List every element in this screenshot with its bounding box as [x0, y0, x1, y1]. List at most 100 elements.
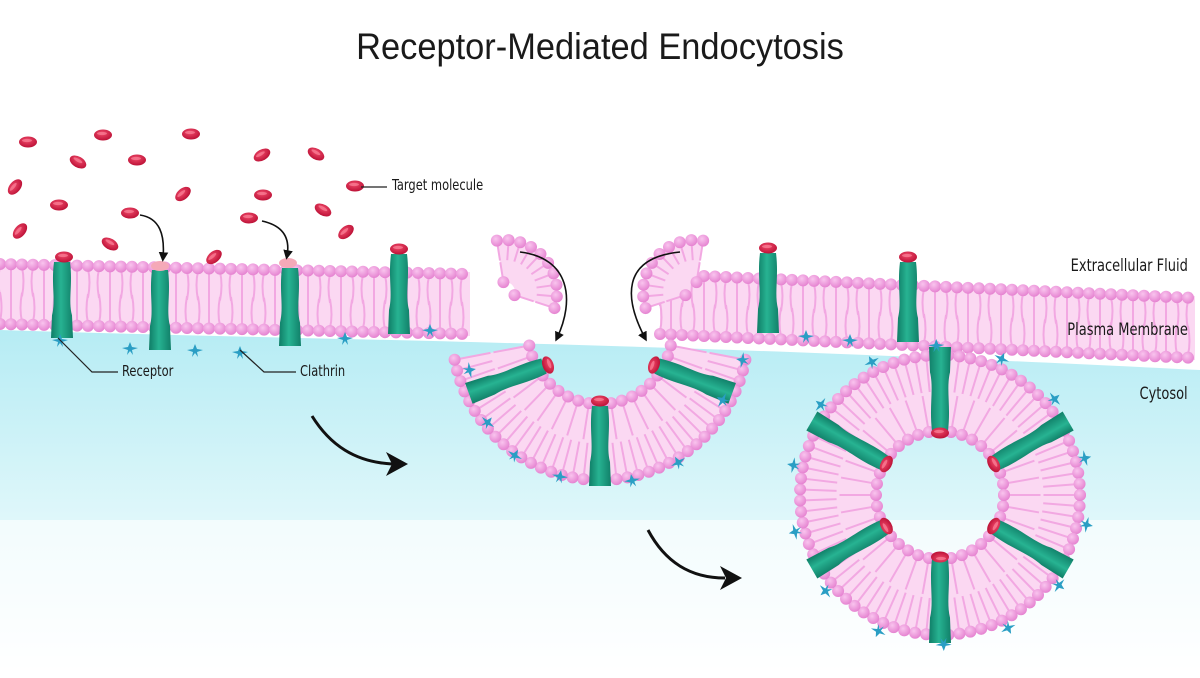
page-title: Receptor-Mediated Endocytosis	[356, 26, 844, 67]
lipid-head	[1061, 346, 1073, 359]
lipid-head	[1039, 580, 1052, 593]
clathrin-icon	[1077, 450, 1092, 466]
lipid-head	[870, 489, 882, 501]
molecule-highlight	[546, 358, 552, 369]
lipid-head	[247, 263, 259, 276]
lipid-head	[697, 234, 710, 247]
lipid-head	[953, 627, 966, 640]
lipid-tail	[992, 377, 1011, 407]
lipid-tail	[925, 359, 931, 393]
lipid-tail	[572, 441, 581, 474]
lipid-tail	[921, 561, 930, 595]
lipid-head	[1105, 288, 1117, 301]
lipid-tail	[856, 576, 878, 604]
lipid-head	[497, 438, 510, 451]
lipid-head	[1160, 350, 1172, 363]
lipid-tail	[893, 592, 907, 624]
target-molecule-icon	[7, 179, 23, 195]
lipid-tail	[671, 356, 703, 370]
lipid-head	[995, 614, 1008, 627]
lipid-tail	[812, 530, 844, 544]
lipid-head	[892, 439, 905, 452]
lipid-head	[357, 325, 369, 338]
lipid-head	[126, 260, 138, 273]
lipid-tail	[536, 393, 558, 422]
lipid-head	[892, 538, 905, 551]
lipid-head	[909, 626, 922, 639]
lipid-head	[1072, 346, 1084, 359]
lipid-head	[626, 390, 639, 403]
lipid-head	[214, 322, 226, 335]
lipid-head	[819, 275, 831, 288]
lipid-head	[550, 290, 563, 303]
clathrin-shape	[462, 362, 476, 378]
lipid-head	[490, 234, 503, 247]
lipid-head	[561, 390, 574, 403]
lipid-head	[654, 328, 666, 340]
lipid-tail	[693, 390, 723, 410]
lipid-tail	[1003, 517, 1035, 531]
lipid-head	[863, 277, 875, 290]
molecule-highlight	[185, 130, 195, 135]
receptor-body	[654, 358, 736, 404]
lipid-tail	[808, 456, 841, 468]
lipid-tail	[1006, 505, 1040, 514]
clathrin-shape	[1001, 620, 1016, 634]
lipid-tail	[914, 596, 923, 630]
lipid-head	[547, 267, 560, 280]
lipid-tail	[816, 537, 847, 554]
lipid-tail	[698, 244, 704, 261]
lipid-head	[1072, 511, 1085, 524]
lipid-head	[16, 258, 28, 271]
lipid-head	[1116, 348, 1128, 361]
lipid-tail	[904, 594, 915, 627]
lipid-head	[709, 270, 721, 283]
lipid-head	[368, 325, 380, 338]
lipid-head	[1017, 284, 1029, 297]
lipid-head	[1005, 368, 1018, 381]
lipid-head	[379, 266, 391, 279]
lipid-head	[663, 456, 676, 469]
lipid-head	[920, 628, 933, 641]
lipid-head	[577, 473, 590, 486]
lipid-head	[951, 341, 963, 354]
lipid-head	[524, 456, 537, 469]
lipid-head	[104, 260, 116, 273]
lipid-head	[653, 461, 666, 474]
lipid-head	[313, 324, 325, 337]
lipid-head	[775, 333, 787, 346]
lipid-tail	[1017, 562, 1044, 586]
lipid-head	[912, 428, 925, 441]
molecule-highlight	[882, 523, 889, 533]
molecule-highlight	[934, 429, 944, 434]
target-molecule-icon	[175, 186, 191, 202]
lipid-tail	[840, 565, 866, 589]
lipid-head	[857, 371, 870, 384]
lipid-tail	[531, 430, 549, 460]
bound-molecule	[879, 455, 893, 473]
lipid-head	[170, 321, 182, 334]
label-clathrin: Clathrin	[300, 362, 346, 380]
lipid-tail	[962, 558, 976, 590]
lipid-tail	[497, 410, 522, 435]
clathrin-icon	[870, 624, 886, 638]
molecule-highlight	[311, 149, 321, 156]
lipid-tail	[1006, 476, 1040, 485]
lipid-head	[799, 527, 812, 540]
lipid-head	[572, 394, 585, 407]
vesicle-receptor-4	[929, 559, 951, 643]
lipid-head	[848, 599, 861, 612]
lipid-tail	[845, 517, 877, 531]
lipid-head	[16, 318, 28, 331]
lipid-tail	[1042, 510, 1075, 518]
lipid-tail	[962, 400, 976, 432]
lipid-head	[192, 262, 204, 275]
lipid-tail	[950, 395, 959, 429]
lipid-tail	[674, 345, 707, 354]
lipid-head	[1032, 588, 1045, 601]
lipid-head	[742, 331, 754, 344]
lipid-head	[673, 236, 686, 249]
lipid-head	[1050, 285, 1062, 298]
lipid-tail	[921, 395, 930, 429]
